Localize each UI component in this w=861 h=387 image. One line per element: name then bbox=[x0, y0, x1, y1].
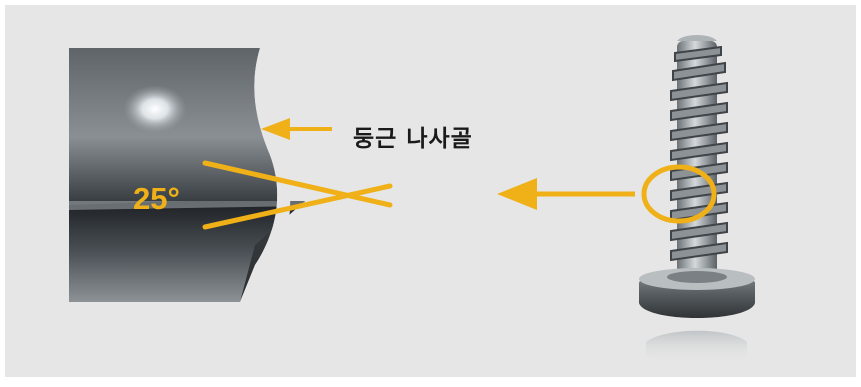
diagram-graphics bbox=[69, 35, 755, 364]
angle-label: 25° bbox=[133, 181, 180, 216]
angle-lines bbox=[202, 160, 393, 230]
thread-type-caption: 둥근 나사골 bbox=[353, 126, 473, 152]
arrow-left-icon bbox=[261, 118, 332, 140]
arrow-left-icon bbox=[497, 178, 635, 210]
diagram-canvas: 둥근 나사골 25° bbox=[5, 5, 856, 377]
circle-highlight bbox=[641, 164, 717, 224]
screw-image bbox=[639, 35, 755, 364]
thread-closeup bbox=[69, 48, 305, 302]
